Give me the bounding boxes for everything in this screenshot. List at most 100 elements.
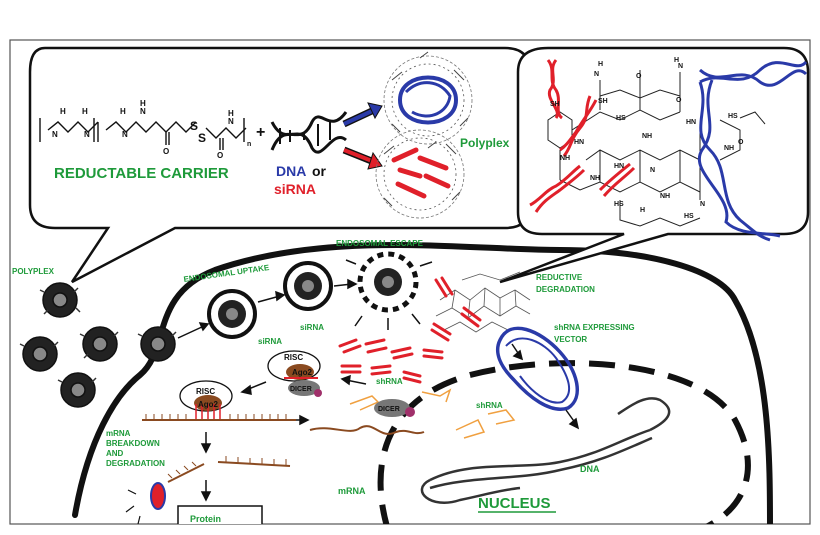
mrna-fragments	[167, 456, 291, 483]
endosome-2	[283, 261, 333, 311]
polyplex-side-label: POLYPLEX	[12, 267, 55, 276]
formula-atoms: N H N H N H N H O S S N H O n	[52, 99, 251, 160]
zoom-atom: NH	[642, 133, 652, 140]
cytoplasmic-mrna	[309, 425, 425, 435]
zoom-atom: H	[598, 61, 603, 68]
atom-o-2: O	[217, 151, 223, 160]
zoom-atom: HN	[686, 119, 696, 126]
mrna-breakdown-label-4: DEGRADATION	[106, 459, 165, 468]
polyplex-particle-icon	[39, 282, 81, 318]
zoom-atom: SH	[598, 98, 608, 105]
sirna-label: siRNA	[274, 181, 316, 197]
carrier-formula	[39, 118, 247, 150]
zoom-atom: SH	[550, 101, 560, 108]
atom-n-5: N	[228, 117, 234, 126]
zoom-callout-bubble	[499, 46, 810, 284]
atom-o-1: O	[163, 147, 169, 156]
zoom-atom: NH	[590, 175, 600, 182]
shrna-label-2: shRNA	[476, 401, 503, 410]
atom-h-1: H	[60, 107, 66, 116]
mrna-breakdown-label-3: AND	[106, 449, 124, 458]
sirna-label-2: siRNA	[258, 337, 282, 346]
dna-nucleus-label: DNA	[580, 464, 600, 474]
ago2-label-1: Ago2	[292, 368, 313, 377]
arrow-to-sirna-polyplex	[342, 146, 383, 170]
extracellular-polyplexes	[19, 282, 177, 408]
risc-arrows	[200, 374, 367, 502]
formula-subscript-n: n	[247, 141, 251, 148]
ribosome-icon	[125, 482, 166, 524]
zoom-atom: HN	[614, 163, 624, 170]
zoom-dna-strands	[698, 60, 808, 242]
atom-s-1: S	[190, 119, 198, 133]
shrna-vector-plasmid	[495, 326, 579, 411]
zoom-atom: NH	[724, 145, 734, 152]
dicer-complex	[374, 399, 415, 417]
atom-h-3: H	[120, 107, 126, 116]
zoom-atom: NH	[660, 193, 670, 200]
reductive-degradation-label-2: DEGRADATION	[536, 285, 595, 294]
shrna-vector-label-2: VECTOR	[554, 335, 587, 344]
risc-complex-1	[267, 350, 322, 397]
zoom-atom: O	[738, 139, 744, 146]
zoom-atom: HS	[728, 113, 738, 120]
shrna-label-1: shRNA	[376, 377, 403, 386]
polyplex-particle-icon	[79, 326, 119, 362]
dicer-label-2: DICER	[378, 406, 400, 413]
polyplex-title: Polyplex	[460, 136, 510, 150]
degrading-carrier	[435, 271, 531, 333]
zoom-atom: N	[700, 201, 705, 208]
shrna-vector-label-1: shRNA EXPRESSING	[554, 323, 635, 332]
zoom-atom: HS	[616, 115, 626, 122]
reductable-carrier-title: REDUCTABLE CARRIER	[54, 165, 229, 182]
zoom-sirna-strands	[529, 59, 636, 213]
polyplex-particle-icon	[57, 372, 97, 408]
reductive-degradation-label-1: REDUCTIVE	[536, 273, 583, 282]
vector-arrows	[511, 343, 580, 430]
nuclear-dna	[420, 397, 671, 504]
zoom-atom: H	[674, 57, 679, 64]
zoom-atom-labels: H N O N H SH SH HS HS HS HS NH NH NH NH …	[550, 57, 744, 220]
zoom-atom: NH	[560, 155, 570, 162]
shrna-hairpins	[349, 388, 516, 439]
or-label: or	[312, 163, 327, 179]
nucleus-envelope	[377, 360, 751, 524]
atom-h-2: H	[82, 107, 88, 116]
atom-n-1: N	[52, 130, 58, 139]
protein-label: Protein	[190, 514, 221, 524]
nucleus-label: NUCLEUS	[478, 495, 551, 512]
endosomal-escape-label: ENDOSOMAL ESCAPE	[336, 239, 424, 248]
sirna-label-1: siRNA	[300, 323, 324, 332]
arrow-to-dna-polyplex	[342, 102, 383, 128]
atom-n-3: N	[122, 130, 128, 139]
plus-sign: +	[256, 124, 265, 141]
zoom-atom: O	[636, 73, 642, 80]
sirna-polyplex-icon	[375, 129, 465, 219]
ago2-label-2: Ago2	[198, 400, 219, 409]
risc-label-2: RISC	[196, 387, 215, 396]
zoom-atom: N	[678, 63, 683, 70]
mrna-label: mRNA	[338, 486, 366, 496]
risc-label-1: RISC	[284, 353, 303, 362]
zoom-atom: HN	[574, 139, 584, 146]
atom-h-5: H	[228, 109, 234, 118]
endosome-1	[207, 289, 257, 339]
mrna-breakdown-label-2: BREAKDOWN	[106, 439, 160, 448]
zoom-atom: H	[640, 207, 645, 214]
atom-h-4: H	[140, 99, 146, 108]
escaping-endosome	[345, 251, 433, 330]
risc-complex-2	[179, 380, 233, 420]
zoom-atom: HS	[614, 201, 624, 208]
released-sirna	[338, 276, 482, 384]
target-mrna	[142, 414, 296, 421]
zoom-atom: O	[676, 97, 682, 104]
atom-s-2: S	[198, 131, 206, 145]
dicer-label-1: DICER	[290, 386, 312, 393]
protein-box	[177, 505, 263, 524]
uptake-arrows	[177, 278, 358, 339]
dna-label: DNA	[276, 163, 306, 179]
polyplex-particle-icon	[19, 336, 59, 372]
zoom-atom: N	[650, 167, 655, 174]
zoom-atom: HS	[684, 213, 694, 220]
